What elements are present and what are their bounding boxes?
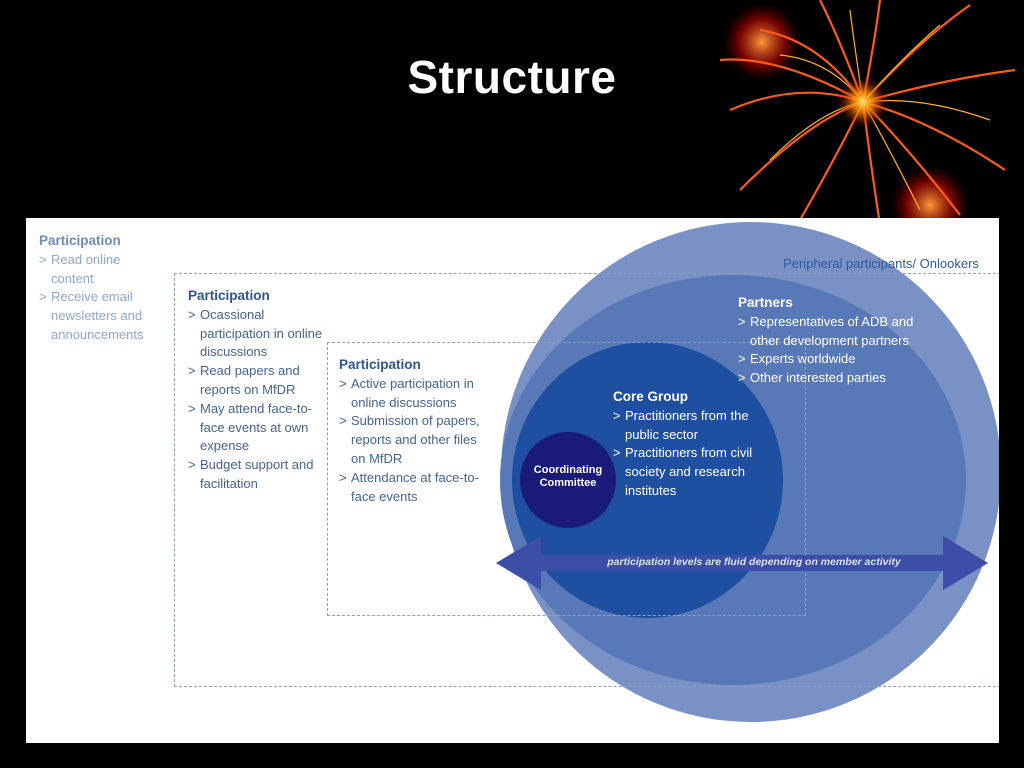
active-participation-heading: Participation (339, 357, 421, 372)
list-item: Read online content (39, 251, 164, 289)
list-item: Practitioners from the public sector (613, 407, 753, 445)
list-item: Receive email newsletters and announceme… (39, 288, 164, 344)
core-group-block: Core Group Practitioners from the public… (613, 388, 753, 501)
list-item: Attendance at face-to-face events (339, 469, 484, 507)
list-item: Read papers and reports on MfDR (188, 362, 323, 400)
list-item: Active participation in online discussio… (339, 375, 484, 413)
arrow-label: participation levels are fluid depending… (607, 556, 901, 568)
occasional-participation-boundary (174, 273, 999, 687)
slide-title: Structure (407, 51, 617, 103)
partners-block: Partners Representatives of ADB and othe… (738, 294, 918, 388)
coordinating-committee-label: Coordinating Committee (533, 464, 603, 489)
occasional-participation-block: Participation Ocassional participation i… (188, 287, 323, 494)
active-participation-block: Participation Active participation in on… (339, 356, 484, 506)
outer-participation-heading: Participation (39, 233, 121, 248)
list-item: Budget support and facilitation (188, 456, 323, 494)
list-item: Practitioners from civil society and res… (613, 444, 753, 500)
double-arrow (496, 536, 988, 590)
occasional-participation-heading: Participation (188, 288, 270, 303)
coordinating-committee-circle (520, 432, 616, 528)
fireworks-decoration (719, 0, 1016, 225)
peripheral-label: Peripheral participants/ Onlookers (783, 256, 979, 271)
list-item: Experts worldwide (738, 350, 918, 369)
outer-participation-block: Participation Read online content Receiv… (39, 232, 164, 345)
partners-heading: Partners (738, 295, 793, 310)
list-item: Ocassional participation in online discu… (188, 306, 323, 362)
list-item: May attend face-to-face events at own ex… (188, 400, 323, 456)
core-group-heading: Core Group (613, 389, 689, 404)
structure-diagram: Participation Read online content Receiv… (26, 218, 999, 743)
list-item: Representatives of ADB and other develop… (738, 313, 918, 351)
list-item: Submission of papers, reports and other … (339, 412, 484, 468)
active-participation-boundary (327, 342, 806, 616)
list-item: Other interested parties (738, 369, 918, 388)
